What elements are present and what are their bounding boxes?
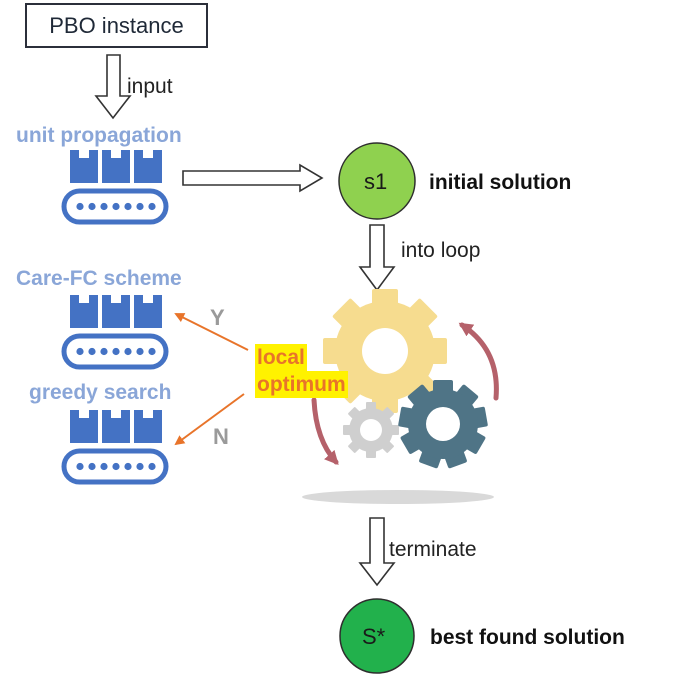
initial-solution-label: initial solution [429,171,572,194]
edge-label-into-loop: into loop [401,239,481,262]
module-title-unit-propagation: unit propagation [16,124,182,147]
local-optimum-line1: local [255,344,307,371]
pbo-instance-label: PBO instance [49,12,184,38]
local-optimum-label: local optimum [255,344,348,398]
loop-arrow-left-icon [311,397,339,465]
edge-label-terminate: terminate [389,538,477,561]
pbo-instance-box: PBO instance [25,3,208,48]
best-solution-node [339,598,415,674]
edge-label-yes: Y [210,305,225,330]
arrow-terminate [358,517,396,587]
gear-loop-illustration [302,289,499,504]
dark-gear-icon [398,380,488,469]
loop-arrow-right-icon [458,322,499,401]
arrow-into-loop [358,224,396,292]
arrow-to-initial [182,163,324,193]
arrow-no-to-greedy [174,393,245,446]
conveyor-icon-care-fc [61,295,169,370]
module-title-care-fc: Care-FC scheme [16,267,182,290]
arrow-input-down [94,54,132,120]
best-solution-label: best found solution [430,626,625,649]
arrow-yes-to-care-fc [174,313,249,351]
local-optimum-line2: optimum [255,371,348,398]
best-node-symbol: S* [362,624,386,649]
edge-label-no: N [213,424,229,449]
gear-shadow [302,490,494,504]
conveyor-icon-greedy-search [61,410,169,485]
initial-node-symbol: s1 [364,169,388,194]
small-gear-icon [343,402,399,458]
module-title-greedy-search: greedy search [29,381,172,404]
edge-label-input: input [127,75,173,98]
conveyor-icon-unit-propagation [61,150,169,225]
initial-solution-node [338,142,416,220]
